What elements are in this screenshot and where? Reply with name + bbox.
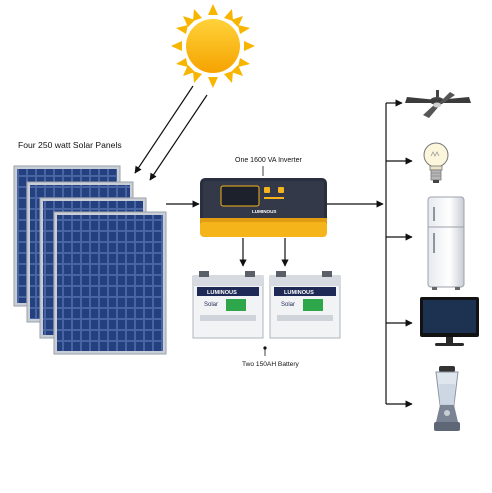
television-icon: [420, 297, 479, 346]
sun-icon: [171, 4, 255, 88]
inverter-to-battery-arrows: [239, 238, 289, 267]
light-bulb-icon: [423, 142, 449, 183]
battery-logo: Solar: [281, 302, 295, 308]
battery-label: Two 150AH Battery: [242, 361, 300, 368]
sunlight-arrows: [134, 85, 208, 181]
load-bus: [385, 99, 413, 408]
battery-logo: Solar: [204, 302, 218, 308]
refrigerator-icon: [427, 196, 465, 290]
battery-icon: LUMINOUS Solar: [269, 271, 341, 339]
panels-label: Four 250 watt Solar Panels: [18, 140, 122, 150]
inverter-icon: LUMINOUS: [200, 178, 327, 237]
solar-panel-icon: [53, 211, 167, 355]
solar-panel-stack: [13, 165, 167, 355]
ceiling-fan-icon: [405, 90, 471, 118]
inverter-label: One 1600 VA Inverter: [235, 157, 302, 164]
blender-icon: [434, 366, 460, 431]
battery-icon: LUMINOUS Solar: [192, 271, 264, 339]
inverter-brand: LUMINOUS: [252, 209, 277, 214]
battery-brand: LUMINOUS: [284, 290, 314, 296]
battery-brand: LUMINOUS: [207, 290, 237, 296]
